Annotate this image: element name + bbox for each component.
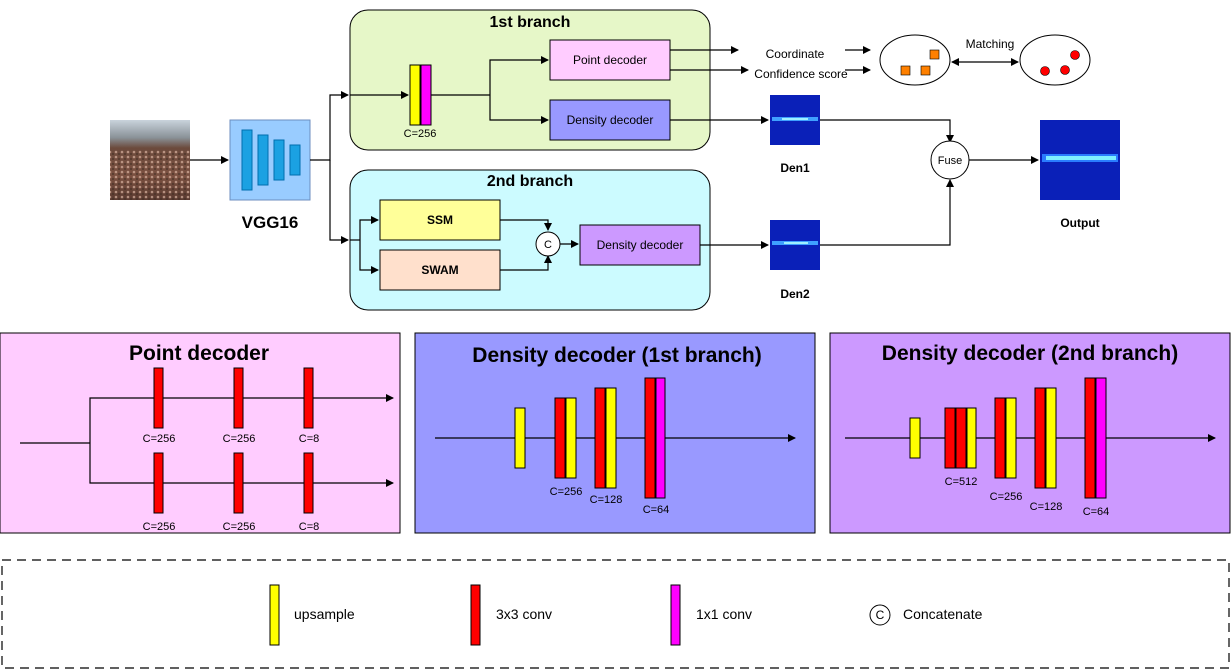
- density-decoder-1-box: [549, 99, 671, 141]
- legend-conv3-swatch: [470, 584, 481, 646]
- density1-label-3: C=64: [643, 504, 670, 516]
- density1-label-1: C=256: [550, 486, 583, 498]
- legend-conv3-label: 3x3 conv: [496, 606, 552, 622]
- branch1-upsample-block: [409, 64, 421, 126]
- legend-box: [1, 559, 1230, 669]
- output-label: Output: [1060, 216, 1099, 230]
- vgg16-label: VGG16: [242, 213, 299, 232]
- ssm-label: SSM: [427, 213, 453, 227]
- legend-conv1-swatch: [670, 584, 681, 646]
- swam-box: [379, 249, 501, 291]
- legend-concat-label: Concatenate: [903, 606, 983, 622]
- legend-concat-icon: [869, 604, 891, 626]
- point-row1-label-3: C=8: [299, 433, 320, 445]
- point-decoder-box: [549, 39, 671, 81]
- legend-upsample-label: upsample: [294, 606, 355, 622]
- den2-label: Den2: [780, 287, 810, 301]
- matching-label: Matching: [966, 37, 1015, 51]
- density2-panel-title: Density decoder (2nd branch): [882, 342, 1178, 365]
- point-row2-label-2: C=256: [223, 521, 256, 533]
- branch2-title: 2nd branch: [487, 173, 573, 190]
- density2-label-4: C=64: [1083, 506, 1110, 518]
- density1-label-2: C=128: [590, 494, 623, 506]
- swam-label: SWAM: [421, 263, 458, 277]
- point-row2-label-3: C=8: [299, 521, 320, 533]
- concat-node-symbol: C: [544, 239, 552, 251]
- point-decoder-panel: [0, 332, 401, 534]
- den1-label: Den1: [780, 161, 810, 175]
- confidence-label: Confidence score: [754, 67, 848, 81]
- den2-density-map: [770, 220, 820, 270]
- legend-concat-symbol: C: [876, 608, 885, 622]
- density-decoder-2-label: Density decoder: [597, 238, 684, 252]
- density2-panel: [829, 332, 1231, 534]
- input-crowd-image: [110, 120, 190, 200]
- legend-upsample-swatch: [269, 584, 280, 646]
- branch1-conv1-block: [420, 64, 432, 126]
- point-panel-title: Point decoder: [129, 342, 269, 365]
- branch1-channel-label: C=256: [404, 128, 437, 140]
- point-row1-label-1: C=256: [143, 433, 176, 445]
- vgg16-backbone: [229, 119, 311, 201]
- legend-conv1-label: 1x1 conv: [696, 606, 752, 622]
- point-row2-label-1: C=256: [143, 521, 176, 533]
- fuse-label: Fuse: [938, 155, 962, 167]
- output-density-map: [1040, 120, 1120, 200]
- density2-label-3: C=128: [1030, 501, 1063, 513]
- density1-panel-title: Density decoder (1st branch): [472, 344, 761, 367]
- density-decoder-1-label: Density decoder: [567, 113, 654, 127]
- ground-truth-ellipse: [1019, 34, 1091, 86]
- ssm-box: [379, 199, 501, 241]
- point-row1-label-2: C=256: [223, 433, 256, 445]
- coordinate-label: Coordinate: [766, 47, 825, 61]
- point-decoder-label: Point decoder: [573, 53, 647, 67]
- branch1-title: 1st branch: [490, 14, 571, 31]
- predicted-points-ellipse: [879, 34, 951, 86]
- den1-density-map: [770, 95, 820, 145]
- density2-label-2: C=256: [990, 491, 1023, 503]
- density2-label-1: C=512: [945, 476, 978, 488]
